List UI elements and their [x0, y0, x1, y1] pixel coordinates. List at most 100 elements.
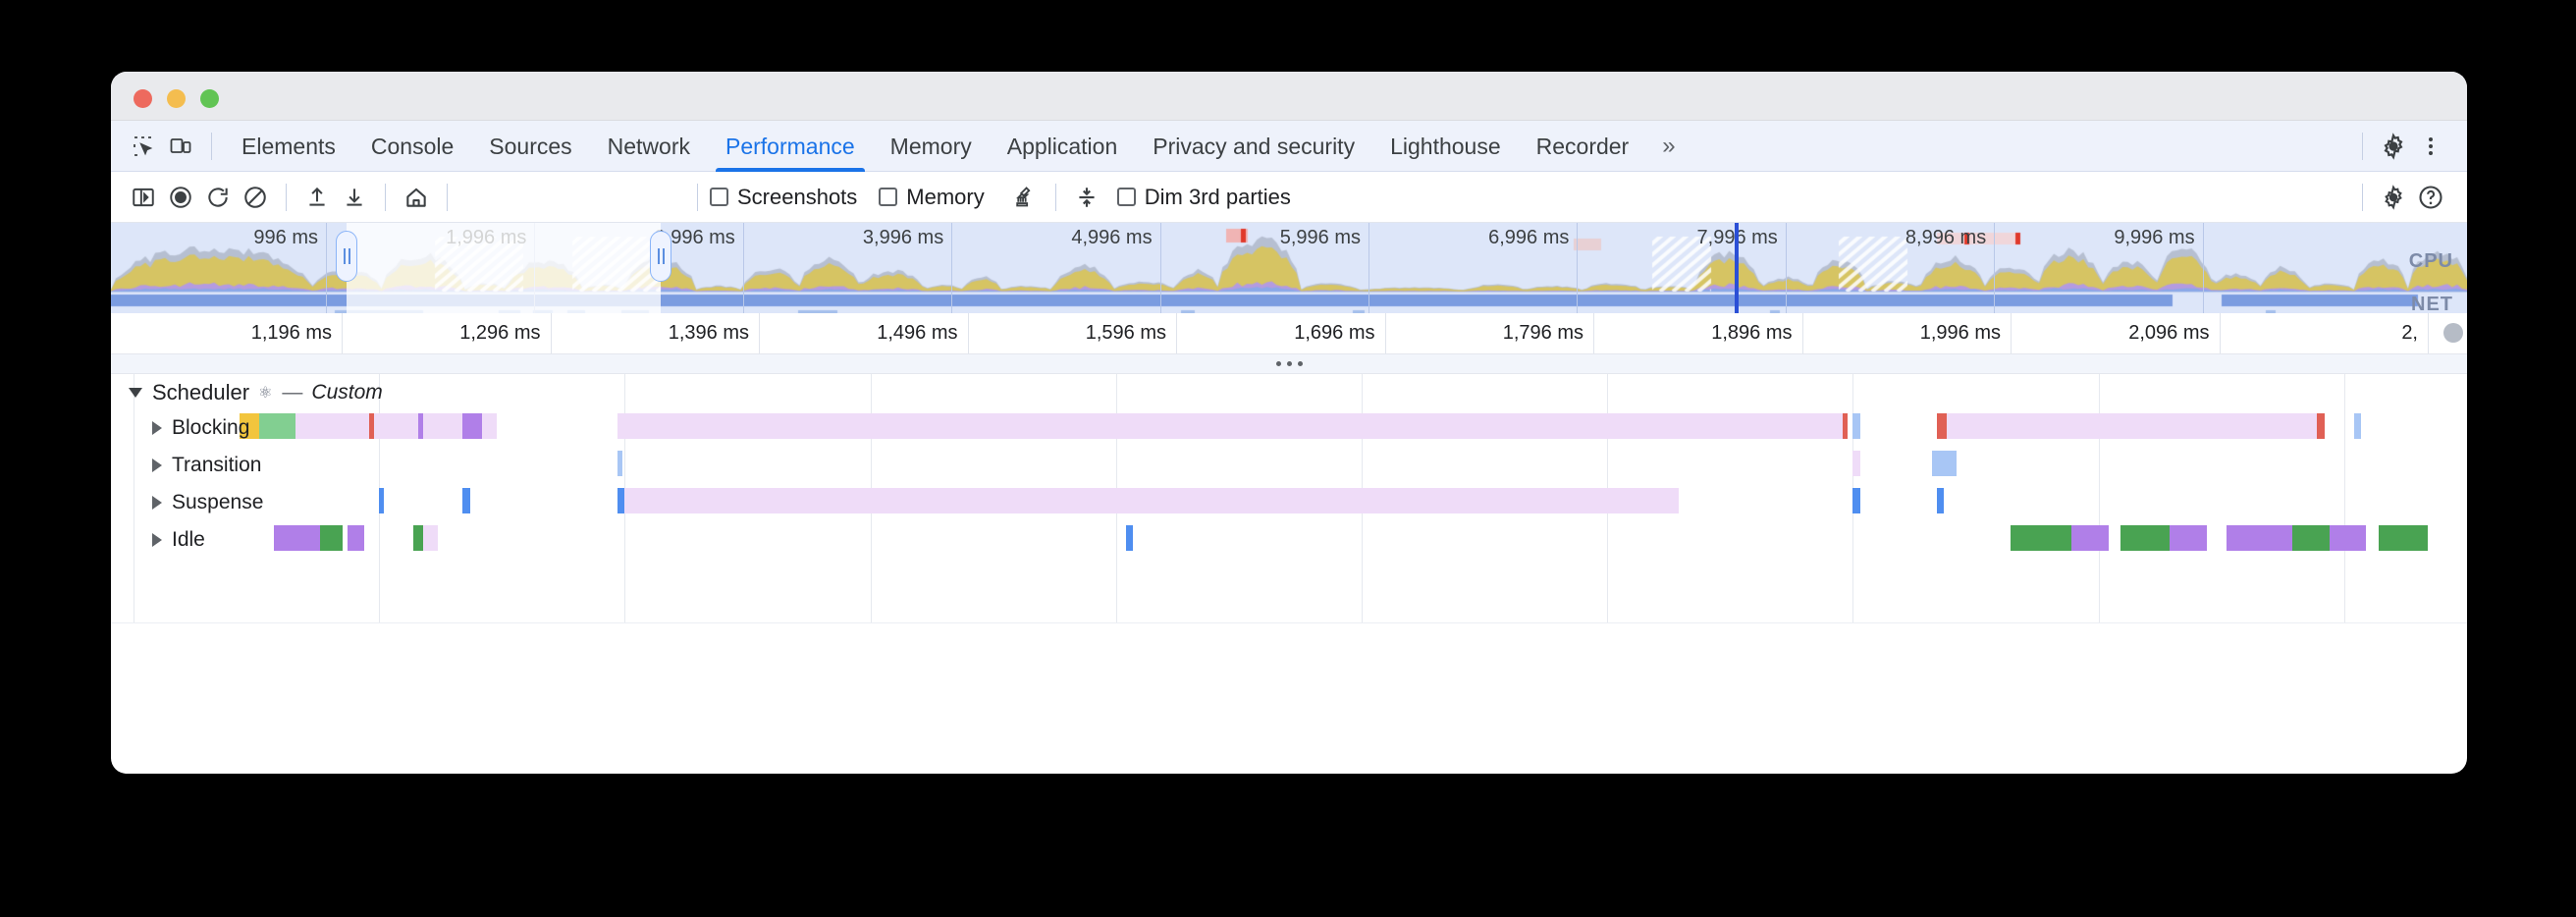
- flame-bar[interactable]: [617, 413, 1844, 439]
- transition-expand-triangle-icon[interactable]: [152, 458, 162, 472]
- flame-bar[interactable]: [374, 413, 419, 439]
- flame-bar[interactable]: [1931, 451, 1957, 476]
- window-maximize-button[interactable]: [200, 89, 219, 108]
- tab-console[interactable]: Console: [370, 133, 455, 159]
- flame-bar[interactable]: [2378, 525, 2428, 551]
- flame-bar[interactable]: [462, 488, 470, 513]
- group-expand-triangle-icon[interactable]: [129, 388, 142, 398]
- flame-bar[interactable]: [2353, 413, 2362, 439]
- flame-bar[interactable]: [2292, 525, 2330, 551]
- flame-bar[interactable]: [2329, 525, 2367, 551]
- tab-lighthouse[interactable]: Lighthouse: [1390, 133, 1501, 159]
- track-row-transition[interactable]: Transition: [111, 447, 2467, 484]
- flame-bar[interactable]: [2226, 525, 2293, 551]
- overview-window-left-handle[interactable]: [336, 231, 357, 282]
- more-options-kebab-icon[interactable]: [2412, 128, 2449, 165]
- flame-bar[interactable]: [258, 413, 296, 439]
- window-close-button[interactable]: [134, 89, 152, 108]
- flame-bar[interactable]: [1936, 488, 1945, 513]
- flame-bar[interactable]: [1946, 413, 2318, 439]
- tab-memory[interactable]: Memory: [889, 133, 972, 159]
- flame-bar[interactable]: [423, 525, 439, 551]
- device-toolbar-icon[interactable]: [162, 128, 199, 165]
- flame-bar[interactable]: [2170, 525, 2207, 551]
- flame-bar[interactable]: [1125, 525, 1134, 551]
- record-icon[interactable]: [162, 179, 199, 216]
- upload-profile-icon[interactable]: [298, 179, 336, 216]
- flame-bar[interactable]: [1936, 413, 1947, 439]
- track-row-suspense[interactable]: Suspense: [111, 484, 2467, 521]
- toolbar-divider-3: [447, 183, 448, 211]
- flame-chart[interactable]: Scheduler ⚛ — Custom Blocking Transition…: [111, 374, 2467, 713]
- garbage-collect-icon[interactable]: [1006, 179, 1044, 216]
- overview-selection-window[interactable]: [347, 223, 661, 313]
- flame-bar[interactable]: [617, 488, 625, 513]
- cpu-track-label: CPU: [2408, 250, 2453, 272]
- overview-tick-label: 4,996 ms: [1071, 227, 1153, 248]
- flame-bar[interactable]: [347, 525, 365, 551]
- suspense-expand-triangle-icon[interactable]: [152, 496, 162, 510]
- panel-resize-handle[interactable]: [111, 354, 2467, 374]
- flame-bar[interactable]: [273, 525, 321, 551]
- flame-bar[interactable]: [1843, 413, 1849, 439]
- tab-sources[interactable]: Sources: [489, 133, 572, 159]
- flame-bar[interactable]: [239, 413, 259, 439]
- tabstrip-right-divider: [2362, 132, 2363, 160]
- home-icon[interactable]: [398, 179, 435, 216]
- flame-bar[interactable]: [418, 413, 424, 439]
- dim-3rd-parties-checkbox-box[interactable]: [1116, 188, 1136, 206]
- blocking-expand-triangle-icon[interactable]: [152, 421, 162, 435]
- track-label-blocking: Blocking: [172, 416, 250, 439]
- idle-expand-triangle-icon[interactable]: [152, 533, 162, 547]
- timeline-scroll-thumb[interactable]: [2443, 323, 2463, 343]
- download-profile-icon[interactable]: [336, 179, 373, 216]
- track-group-scheduler[interactable]: Scheduler ⚛ — Custom: [129, 374, 383, 411]
- flame-bar[interactable]: [2071, 525, 2109, 551]
- tab-privacy-and-security[interactable]: Privacy and security: [1153, 133, 1356, 159]
- memory-checkbox[interactable]: Memory: [879, 185, 985, 210]
- settings-gear-icon[interactable]: [2375, 128, 2412, 165]
- flame-bar[interactable]: [2120, 525, 2171, 551]
- flame-bar[interactable]: [320, 525, 343, 551]
- reload-and-record-icon[interactable]: [199, 179, 237, 216]
- flame-bar[interactable]: [617, 451, 622, 476]
- overview-tick-line: [1577, 223, 1579, 313]
- flame-bar[interactable]: [462, 413, 483, 439]
- overview-window-right-handle[interactable]: [650, 231, 671, 282]
- tab-network[interactable]: Network: [607, 133, 690, 159]
- flame-bar[interactable]: [1852, 488, 1860, 513]
- flame-bar[interactable]: [482, 413, 498, 439]
- tab-performance[interactable]: Performance: [708, 121, 873, 172]
- memory-checkbox-box[interactable]: [879, 188, 898, 206]
- flame-bar[interactable]: [379, 488, 385, 513]
- tab-application[interactable]: Application: [1006, 133, 1118, 159]
- inspect-element-icon[interactable]: [125, 128, 162, 165]
- track-row-idle[interactable]: Idle: [111, 521, 2467, 559]
- more-tabs-chevron-icon[interactable]: »: [1662, 132, 1676, 159]
- collapse-tracks-icon[interactable]: [1068, 179, 1105, 216]
- dim-3rd-parties-label: Dim 3rd parties: [1144, 184, 1291, 209]
- flame-bar[interactable]: [369, 413, 375, 439]
- flame-bar[interactable]: [624, 488, 1679, 513]
- window-minimize-button[interactable]: [167, 89, 186, 108]
- screenshots-checkbox[interactable]: Screenshots: [710, 185, 857, 210]
- flame-bar[interactable]: [1852, 413, 1860, 439]
- flame-bar[interactable]: [423, 413, 463, 439]
- clear-recording-icon[interactable]: [237, 179, 274, 216]
- flame-bar[interactable]: [295, 413, 370, 439]
- flame-bar[interactable]: [1852, 451, 1860, 476]
- flame-bar[interactable]: [2010, 525, 2072, 551]
- toggle-sidebar-icon[interactable]: [125, 179, 162, 216]
- tab-recorder[interactable]: Recorder: [1535, 133, 1630, 159]
- flame-bar[interactable]: [413, 525, 424, 551]
- dim-3rd-parties-checkbox[interactable]: Dim 3rd parties: [1116, 184, 1291, 210]
- track-row-blocking[interactable]: Blocking: [111, 409, 2467, 447]
- flame-bar[interactable]: [2317, 413, 2325, 439]
- track-label-idle: Idle: [172, 528, 205, 551]
- help-icon[interactable]: [2412, 179, 2449, 216]
- tab-elements[interactable]: Elements: [242, 133, 336, 159]
- screenshots-checkbox-box[interactable]: [710, 188, 728, 206]
- timeline-overview[interactable]: 996 ms1,996 ms2,996 ms3,996 ms4,996 ms5,…: [111, 223, 2467, 313]
- capture-settings-gear-icon[interactable]: [2375, 179, 2412, 216]
